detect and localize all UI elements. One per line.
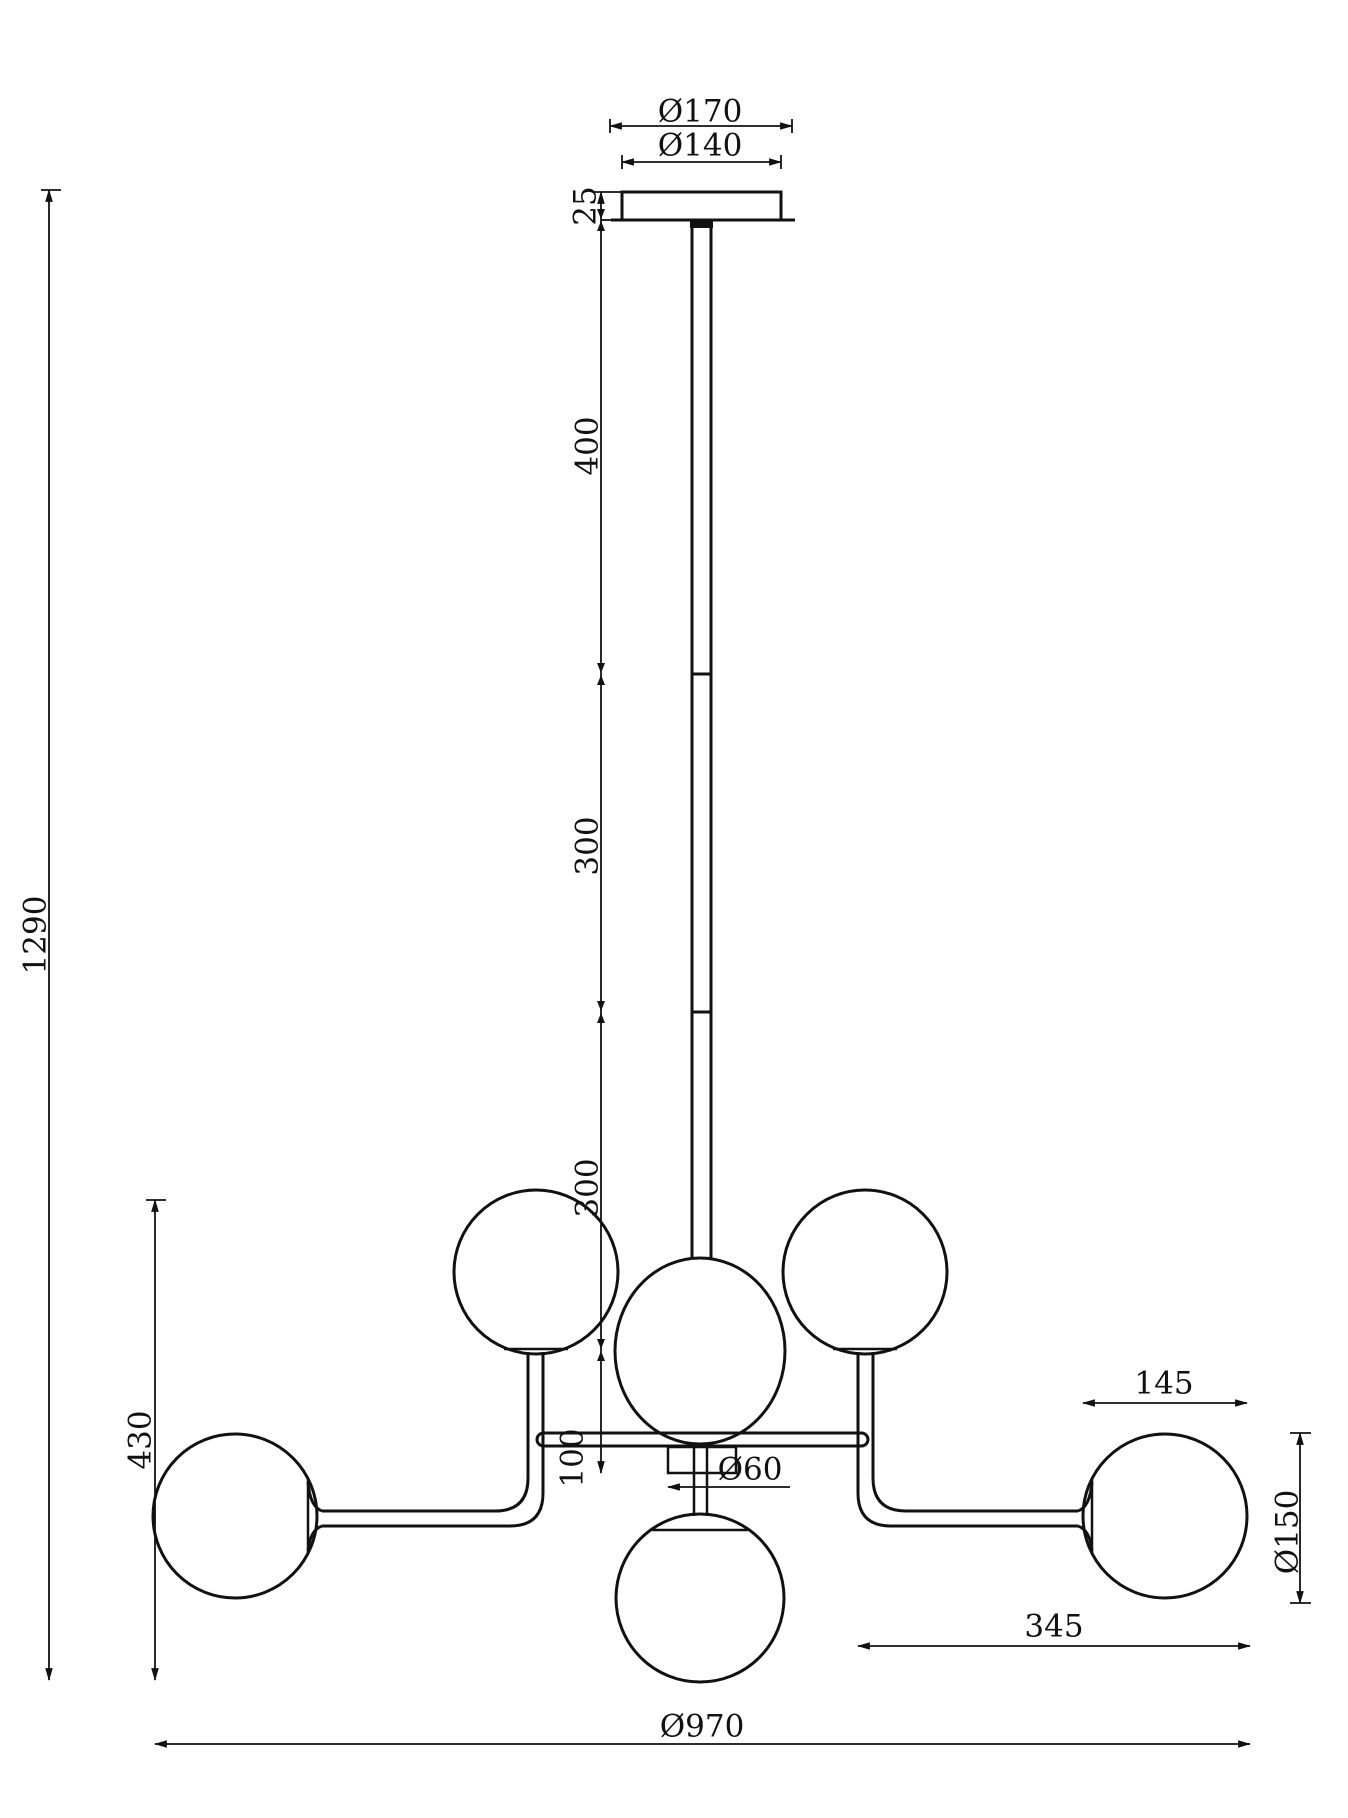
dim-label-rod-middle-length: 300 bbox=[569, 816, 606, 876]
center-socket bbox=[666, 1445, 738, 1475]
upper-left-globe bbox=[452, 1188, 620, 1356]
dim-label-body-height: 430 bbox=[122, 1410, 159, 1470]
dim-label-side-shade-width: 145 bbox=[1134, 1365, 1194, 1402]
dim-label-rod-upper-length: 400 bbox=[569, 416, 606, 476]
dim-label-overall-height: 1290 bbox=[17, 895, 54, 975]
dim-label-center-socket-diameter: Ø60 bbox=[717, 1451, 783, 1488]
rod-collar bbox=[690, 220, 713, 228]
dim-label-canopy-outer-diameter: Ø170 bbox=[657, 93, 743, 130]
center-globe bbox=[613, 1256, 787, 1446]
far-right-globe bbox=[1081, 1432, 1249, 1600]
dim-label-overall-diameter: Ø970 bbox=[659, 1708, 745, 1745]
dim-label-center-drop-length: 100 bbox=[554, 1428, 591, 1488]
arm-frame bbox=[306, 1352, 1094, 1552]
suspension-rod bbox=[690, 220, 713, 1259]
glass-globes bbox=[151, 1188, 1249, 1684]
bottom-globe bbox=[614, 1512, 786, 1684]
right-arm-pipe bbox=[871, 1352, 1078, 1513]
dimension-lines bbox=[41, 119, 1311, 1748]
dim-label-side-shade-diameter: Ø150 bbox=[1269, 1489, 1306, 1575]
far-left-globe bbox=[151, 1432, 319, 1600]
dim-label-canopy-height: 25 bbox=[567, 186, 604, 226]
dim-label-rod-lower-length: 300 bbox=[569, 1158, 606, 1218]
dim-label-arm-projection: 345 bbox=[1024, 1608, 1084, 1645]
canopy bbox=[611, 190, 795, 228]
left-arm-pipe bbox=[322, 1352, 530, 1513]
dim-label-canopy-diameter: Ø140 bbox=[657, 127, 743, 164]
upper-right-globe bbox=[781, 1188, 949, 1356]
